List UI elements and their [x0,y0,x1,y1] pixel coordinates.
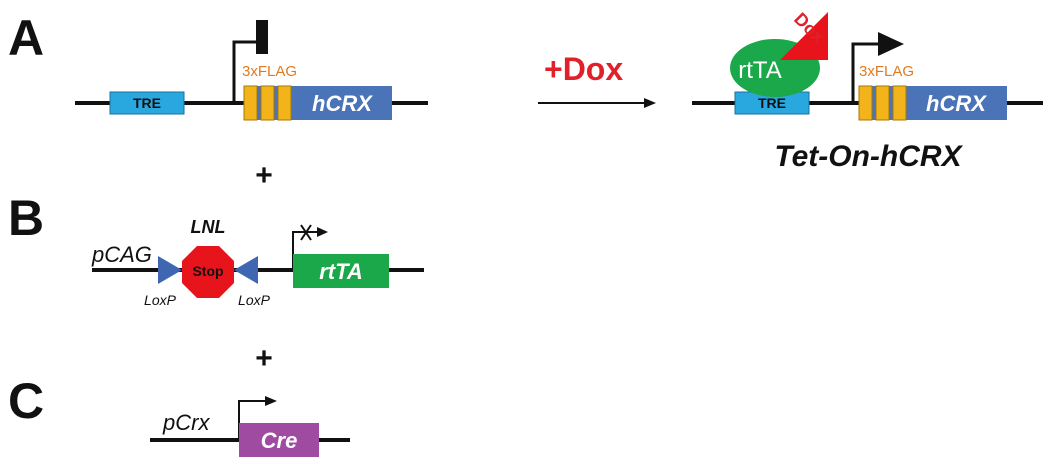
gene-label-induced: hCRX [926,91,987,116]
rtta-oval-label: rtTA [738,57,782,84]
dox-transition-label: +Dox [544,51,623,87]
tre-box-a [109,91,185,115]
construct-induced: TRE rtTA Dox 3xFLAG hCRX Tet-On-hCRX [692,9,1043,173]
transition-arrow-head-icon [644,98,656,108]
gene-label-a: hCRX [312,91,373,116]
lnl-label: LNL [191,217,226,237]
construct-a: TRE 3xFLAG hCRX [75,20,428,121]
promoter-arrow-head-c-icon [265,396,277,406]
tre-label-a: TRE [133,95,161,111]
panel-letter-a: A [8,10,44,66]
cre-gene-label: Cre [261,428,298,453]
tet-on-title: Tet-On-hCRX [774,140,963,173]
flag-label-induced: 3xFLAG [859,63,914,80]
active-promoter-arrow-icon [878,32,904,56]
panel-letter-c: C [8,373,44,429]
plus-sign-1: + [255,159,273,192]
pcag-label: pCAG [91,242,152,267]
rtta-gene-label: rtTA [319,259,363,284]
stop-sign-icon [182,246,234,298]
dox-transition: +Dox [538,51,656,108]
pcrx-label: pCrx [162,410,210,435]
tre-label-induced: TRE [758,95,786,111]
flag-box-induced-2 [875,85,890,121]
rtta-box [293,254,389,288]
flag-box-induced-3 [892,85,907,121]
flag-box-1 [243,85,258,121]
stop-label: Stop [192,263,223,279]
plus-sign-2: + [255,342,273,375]
cross-mark-icon-2 [300,224,312,241]
cre-box [239,423,319,457]
flag-box-2 [260,85,275,121]
flag-box-3 [277,85,292,121]
loxp-left-icon [158,256,182,284]
dox-triangle-icon [780,12,828,60]
construct-c: pCrx Cre [150,396,350,457]
promoter-arrow-a [232,40,256,103]
block-bar-icon [256,20,268,54]
flag-box-induced-1 [858,85,873,121]
loxp-right-label: LoxP [238,292,271,308]
loxp-right-icon [234,256,258,284]
panel-letter-b: B [8,190,44,246]
construct-b: pCAG LNL Stop LoxP LoxP rtTA [91,217,424,308]
loxp-left-label: LoxP [144,292,177,308]
flag-label-a: 3xFLAG [242,63,297,80]
promoter-arrow-head-b-icon [317,227,328,237]
promoter-arrow-induced [851,42,885,103]
